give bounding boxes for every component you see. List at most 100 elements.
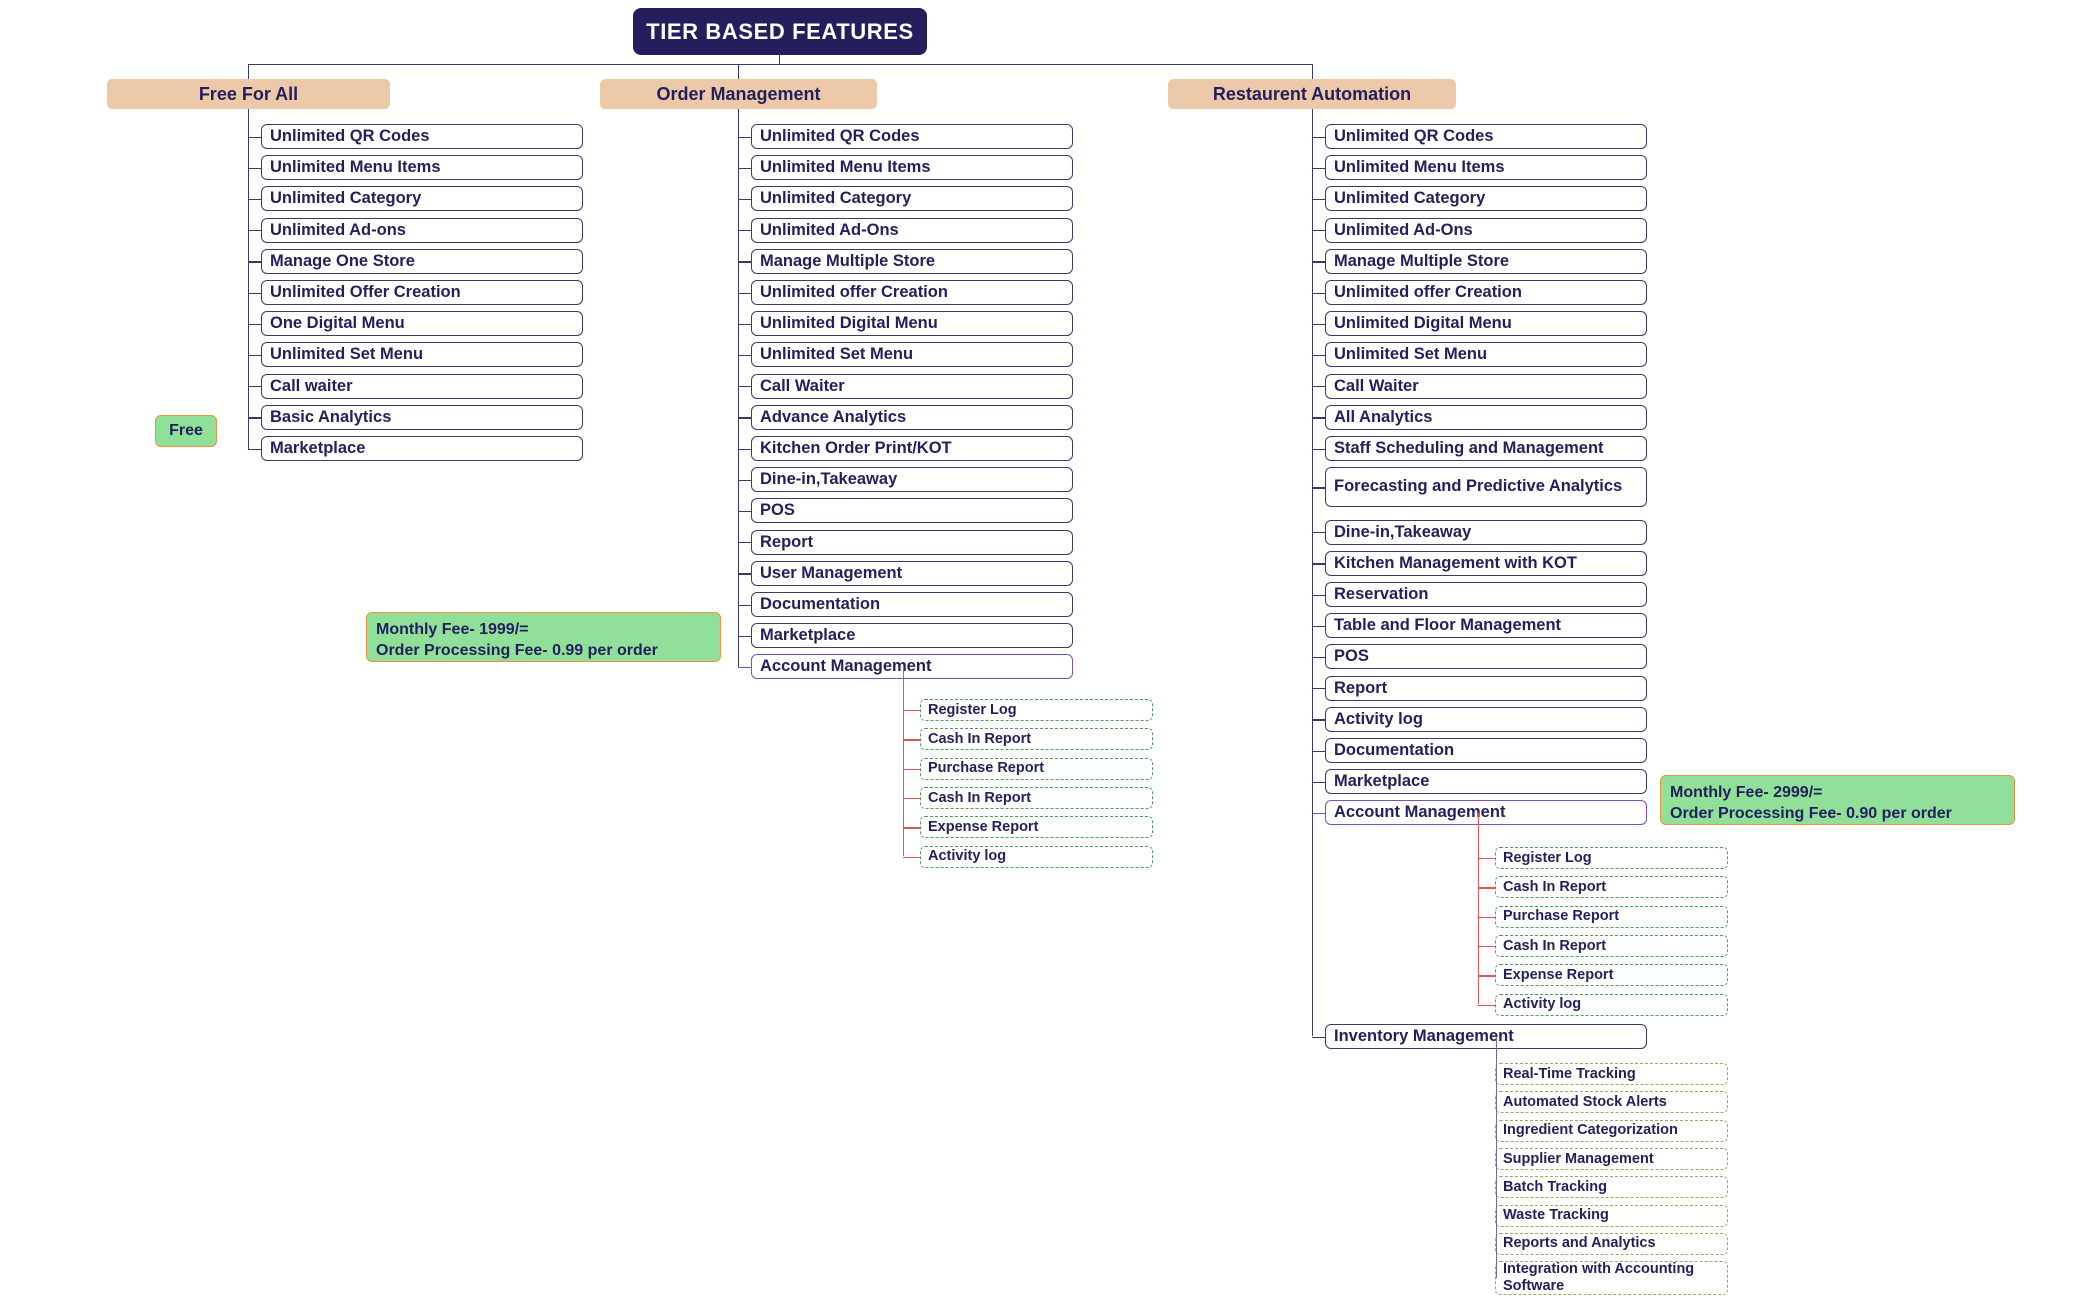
feature-order-management-0[interactable]: Unlimited QR Codes [751, 124, 1073, 149]
connector-horizontal [1478, 975, 1495, 977]
feature-restaurent-automation-14[interactable]: Reservation [1325, 582, 1647, 607]
feature-restaurent-automation-3[interactable]: Unlimited Ad-Ons [1325, 217, 1647, 243]
feature-free-for-all-4[interactable]: Manage One Store [261, 248, 583, 274]
feature-free-for-all-1[interactable]: Unlimited Menu Items [261, 155, 583, 181]
connector-horizontal [738, 510, 751, 513]
leaf-inventory-0[interactable]: Real-Time Tracking [1495, 1063, 1728, 1085]
feature-restaurent-automation-12[interactable]: Dine-in,Takeaway [1325, 519, 1647, 545]
connector-horizontal [1312, 625, 1325, 628]
connector-horizontal [248, 230, 261, 232]
leaf-order-management-account-4[interactable]: Expense Report [920, 816, 1153, 839]
feature-restaurent-automation-16[interactable]: POS [1325, 644, 1647, 670]
feature-restaurent-automation-18[interactable]: Activity log [1325, 706, 1647, 732]
feature-restaurent-automation-13[interactable]: Kitchen Management with KOT [1325, 550, 1647, 576]
feature-order-management-7[interactable]: Unlimited Set Menu [751, 342, 1073, 368]
connector-root-stem [779, 55, 781, 64]
leaf-restaurent-automation-account-3[interactable]: Cash In Report [1495, 934, 1728, 957]
feature-order-management-12[interactable]: POS [751, 498, 1073, 524]
feature-restaurent-automation-5[interactable]: Unlimited offer Creation [1325, 280, 1647, 305]
tier-header-restaurent-automation[interactable]: Restaurent Automation [1168, 79, 1456, 109]
leaf-inventory-2[interactable]: Ingredient Categorization [1495, 1119, 1728, 1142]
feature-restaurent-automation-4[interactable]: Manage Multiple Store [1325, 248, 1647, 274]
feature-order-management-16[interactable]: Marketplace [751, 623, 1073, 649]
feature-free-for-all-9[interactable]: Basic Analytics [261, 404, 583, 430]
feature-order-management-9[interactable]: Advance Analytics [751, 404, 1073, 430]
connector-horizontal [738, 354, 751, 357]
connector-horizontal [1312, 594, 1325, 596]
feature-restaurent-automation-9[interactable]: All Analytics [1325, 404, 1647, 430]
leaf-order-management-account-0[interactable]: Register Log [920, 699, 1153, 721]
connector-horizontal [248, 261, 261, 263]
leaf-inventory-5[interactable]: Waste Tracking [1495, 1204, 1728, 1227]
feature-restaurent-automation-20[interactable]: Marketplace [1325, 769, 1647, 795]
feature-restaurent-automation-8[interactable]: Call Waiter [1325, 373, 1647, 399]
leaf-inventory-1[interactable]: Automated Stock Alerts [1495, 1091, 1728, 1114]
connector-horizontal [903, 797, 920, 800]
leaf-order-management-account-5[interactable]: Activity log [920, 845, 1153, 868]
feature-restaurent-automation-17[interactable]: Report [1325, 675, 1647, 701]
feature-order-management-15[interactable]: Documentation [751, 592, 1073, 617]
connector-horizontal [738, 261, 751, 263]
feature-restaurent-automation-1[interactable]: Unlimited Menu Items [1325, 155, 1647, 181]
tier-header-free-for-all[interactable]: Free For All [107, 79, 390, 109]
feature-restaurent-automation-7[interactable]: Unlimited Set Menu [1325, 342, 1647, 368]
connector-horizontal [738, 386, 751, 388]
feature-order-management-3[interactable]: Unlimited Ad-Ons [751, 217, 1073, 243]
connector-horizontal [903, 856, 920, 858]
connector-vertical [738, 109, 740, 667]
connector-horizontal [1312, 812, 1325, 815]
connector-horizontal [1312, 1036, 1325, 1038]
feature-restaurent-automation-15[interactable]: Table and Floor Management [1325, 613, 1647, 639]
feature-restaurent-automation-10[interactable]: Staff Scheduling and Management [1325, 436, 1647, 461]
leaf-inventory-3[interactable]: Supplier Management [1495, 1147, 1728, 1170]
connector-horizontal [738, 604, 751, 606]
feature-order-management-10[interactable]: Kitchen Order Print/KOT [751, 436, 1073, 461]
feature-inventory-management[interactable]: Inventory Management [1325, 1024, 1647, 1049]
leaf-restaurent-automation-account-1[interactable]: Cash In Report [1495, 876, 1728, 899]
feature-restaurent-automation-11[interactable]: Forecasting and Predictive Analytics [1325, 467, 1647, 508]
leaf-order-management-account-1[interactable]: Cash In Report [920, 728, 1153, 751]
feature-free-for-all-2[interactable]: Unlimited Category [261, 186, 583, 212]
feature-order-management-5[interactable]: Unlimited offer Creation [751, 280, 1073, 305]
leaf-order-management-account-3[interactable]: Cash In Report [920, 786, 1153, 809]
feature-order-management-14[interactable]: User Management [751, 560, 1073, 586]
leaf-inventory-7[interactable]: Integration with Accounting Software [1495, 1261, 1728, 1296]
leaf-order-management-account-2[interactable]: Purchase Report [920, 757, 1153, 780]
connector-horizontal [1312, 532, 1325, 534]
feature-order-management-8[interactable]: Call Waiter [751, 373, 1073, 399]
leaf-restaurent-automation-account-4[interactable]: Expense Report [1495, 964, 1728, 987]
feature-free-for-all-8[interactable]: Call waiter [261, 373, 583, 399]
badge-price-order-management: Monthly Fee- 1999/= Order Processing Fee… [366, 612, 721, 662]
feature-free-for-all-10[interactable]: Marketplace [261, 436, 583, 461]
feature-free-for-all-6[interactable]: One Digital Menu [261, 311, 583, 337]
leaf-restaurent-automation-account-2[interactable]: Purchase Report [1495, 905, 1728, 928]
feature-order-management-6[interactable]: Unlimited Digital Menu [751, 311, 1073, 337]
feature-order-management-2[interactable]: Unlimited Category [751, 186, 1073, 212]
connector-horizontal [248, 386, 261, 388]
leaf-inventory-4[interactable]: Batch Tracking [1495, 1176, 1728, 1199]
connector-horizontal [1478, 858, 1495, 860]
connector-horizontal [1312, 781, 1325, 784]
connector-horizontal [248, 354, 261, 357]
feature-free-for-all-5[interactable]: Unlimited Offer Creation [261, 280, 583, 305]
feature-order-management-11[interactable]: Dine-in,Takeaway [751, 467, 1073, 493]
leaf-restaurent-automation-account-0[interactable]: Register Log [1495, 847, 1728, 869]
leaf-inventory-6[interactable]: Reports and Analytics [1495, 1232, 1728, 1255]
feature-order-management-17[interactable]: Account Management [751, 654, 1073, 680]
tier-header-order-management[interactable]: Order Management [600, 79, 877, 109]
connector-horizontal [738, 167, 751, 170]
feature-restaurent-automation-6[interactable]: Unlimited Digital Menu [1325, 311, 1647, 337]
feature-free-for-all-0[interactable]: Unlimited QR Codes [261, 124, 583, 149]
feature-restaurent-automation-21[interactable]: Account Management [1325, 800, 1647, 826]
feature-free-for-all-3[interactable]: Unlimited Ad-ons [261, 217, 583, 243]
connector-horizontal [1312, 448, 1325, 450]
feature-restaurent-automation-2[interactable]: Unlimited Category [1325, 186, 1647, 212]
feature-order-management-4[interactable]: Manage Multiple Store [751, 248, 1073, 274]
feature-free-for-all-7[interactable]: Unlimited Set Menu [261, 342, 583, 368]
leaf-restaurent-automation-account-5[interactable]: Activity log [1495, 993, 1728, 1016]
feature-restaurent-automation-19[interactable]: Documentation [1325, 738, 1647, 763]
feature-restaurent-automation-0[interactable]: Unlimited QR Codes [1325, 124, 1647, 149]
feature-order-management-1[interactable]: Unlimited Menu Items [751, 155, 1073, 181]
connector-horizontal [1478, 1004, 1495, 1006]
feature-order-management-13[interactable]: Report [751, 529, 1073, 555]
